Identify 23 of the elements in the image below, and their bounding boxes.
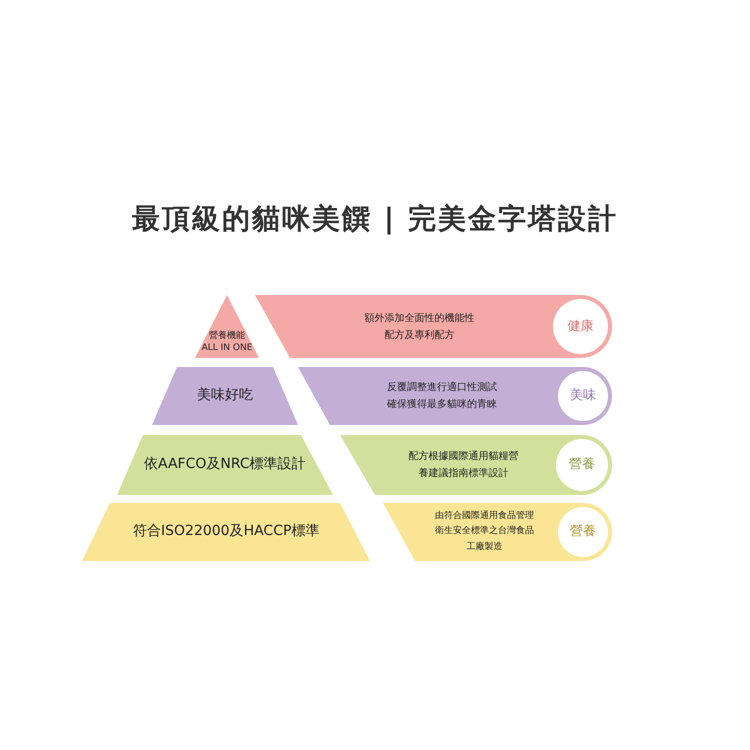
pyramid-tier	[82, 503, 370, 561]
pyramid-tier	[152, 367, 298, 425]
badge-label: 營養	[570, 523, 596, 541]
tier-label: 符合ISO22000及HACCP標準	[133, 522, 320, 541]
badge-label: 美味	[570, 387, 596, 405]
banner-band	[383, 503, 612, 561]
badge-circle	[556, 439, 608, 491]
tier-label: 美味好吃	[197, 386, 253, 405]
badge-label: 健康	[568, 318, 594, 336]
badge-circle	[553, 299, 608, 354]
description-text: 配方根據國際通用貓糧營養建議指南標準設計	[408, 450, 518, 481]
badge-circle	[558, 371, 608, 421]
tier-label: 依AAFCO及NRC標準設計	[144, 455, 306, 474]
badge-label: 營養	[569, 456, 595, 474]
pyramid-tier	[117, 435, 333, 495]
banner-band	[340, 435, 612, 495]
description-text: 反覆調整進行適口性測試確保獲得最多貓咪的青睞	[387, 380, 497, 412]
title: 最頂級的貓咪美饌 | 完美金字塔設計	[131, 201, 619, 237]
description-text: 額外添加全面性的機能性配方及專利配方	[364, 312, 474, 342]
pyramid-top-triangle	[195, 295, 259, 358]
description-text: 由符合國際通用食品管理衛生安全標準之台灣食品工廠製造	[435, 510, 534, 554]
badge-circle	[558, 507, 608, 557]
tier-label: 營養機能 ALL IN ONE	[201, 331, 253, 354]
